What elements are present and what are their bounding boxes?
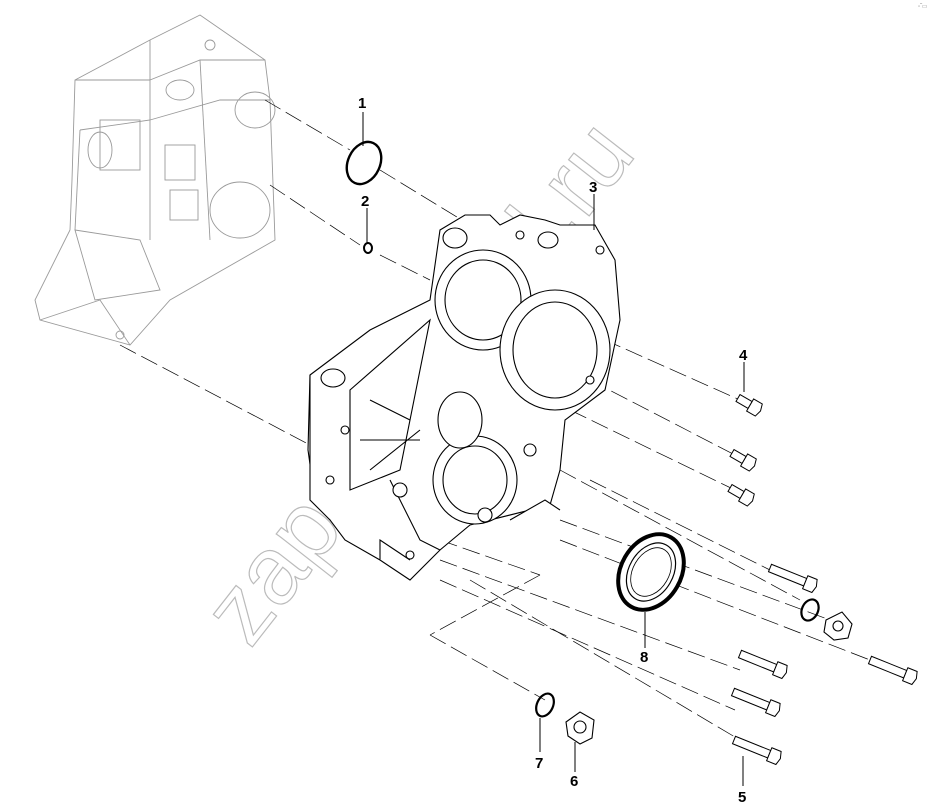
- leader-lines: [362, 112, 745, 786]
- engine-block-ghost: [34, 14, 276, 346]
- corner-mark: ▫̃ ▭: [918, 4, 928, 10]
- callout-4: 4: [739, 347, 748, 364]
- timing-cover-housing: [307, 214, 621, 581]
- short-bolt: [735, 393, 763, 417]
- assembly-lines: [119, 99, 871, 741]
- o-ring-plug-right: [800, 598, 820, 622]
- long-bolt: [867, 655, 918, 686]
- callout-7: 7: [535, 755, 543, 772]
- short-bolts: [727, 393, 763, 507]
- callout-1: 1: [358, 95, 366, 112]
- long-bolt: [731, 735, 782, 766]
- callout-3: 3: [589, 179, 597, 196]
- crankshaft-seal: [616, 532, 686, 612]
- o-ring-plug: [535, 692, 555, 718]
- short-bolt: [727, 483, 755, 507]
- long-bolt: [737, 649, 788, 680]
- short-bolt: [729, 448, 757, 472]
- o-ring-large: [345, 140, 383, 186]
- callout-6: 6: [570, 773, 578, 790]
- long-bolts: [730, 563, 918, 766]
- callout-5: 5: [738, 789, 746, 806]
- plug: [565, 711, 595, 745]
- callout-2: 2: [361, 193, 369, 210]
- long-bolt: [767, 563, 818, 594]
- callout-8: 8: [640, 649, 648, 666]
- long-bolt: [730, 687, 781, 718]
- plug-right: [823, 611, 853, 641]
- o-ring-small: [363, 242, 373, 254]
